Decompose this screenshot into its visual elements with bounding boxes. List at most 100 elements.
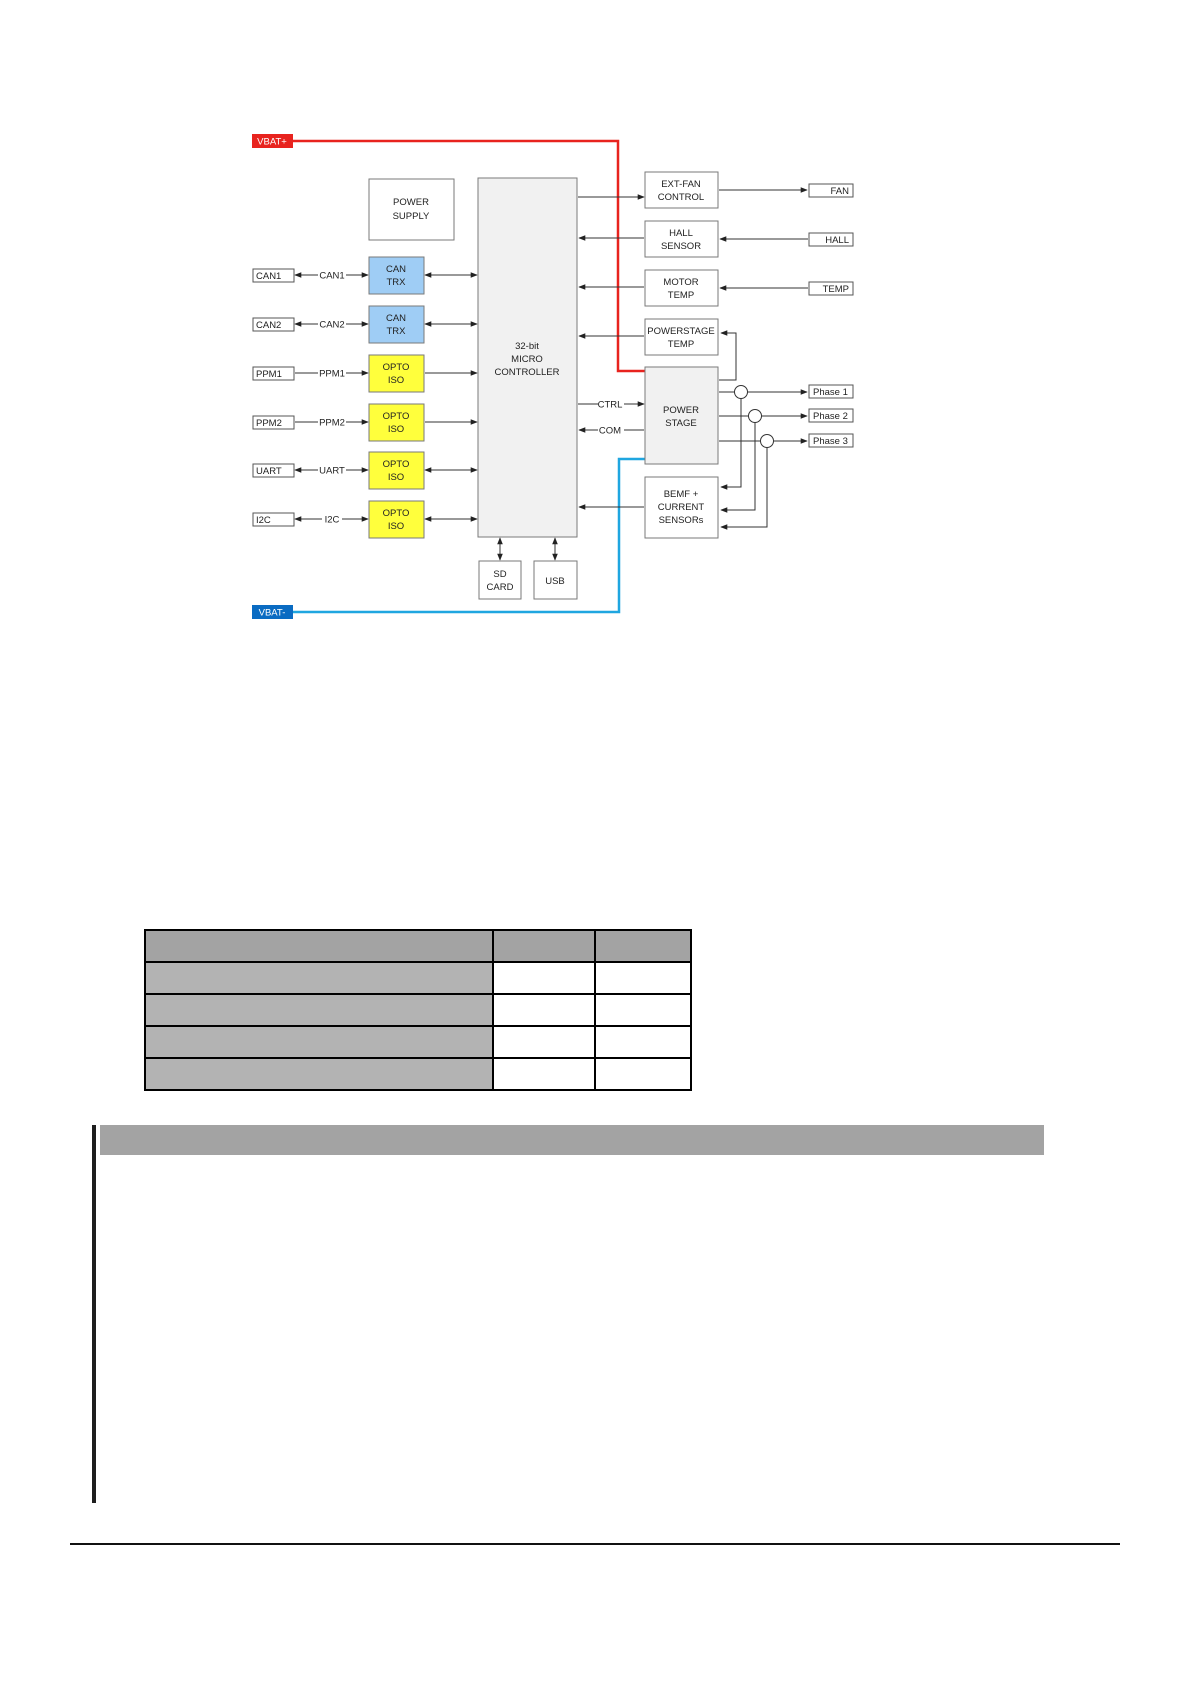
svg-text:TEMP: TEMP bbox=[668, 339, 694, 350]
table-cell bbox=[492, 1025, 596, 1059]
svg-text:CAN2: CAN2 bbox=[256, 320, 281, 331]
table-cell bbox=[144, 1025, 494, 1059]
svg-text:MICRO: MICRO bbox=[511, 354, 543, 365]
svg-text:ISO: ISO bbox=[388, 424, 404, 435]
ppm2-terminal: PPM2 bbox=[252, 415, 295, 430]
can2-link: CAN2 bbox=[294, 320, 369, 331]
table-cell bbox=[144, 961, 494, 995]
svg-text:CURRENT: CURRENT bbox=[658, 502, 705, 513]
table-row bbox=[144, 1057, 692, 1091]
vbat-plus-rail bbox=[292, 139, 645, 373]
svg-text:ISO: ISO bbox=[388, 472, 404, 483]
sd-card-block: SD CARD bbox=[478, 560, 522, 600]
phase2-terminal: Phase 2 bbox=[808, 408, 854, 423]
svg-text:CONTROLLER: CONTROLLER bbox=[495, 367, 560, 378]
svg-text:PPM1: PPM1 bbox=[319, 369, 345, 380]
svg-text:CARD: CARD bbox=[487, 582, 514, 593]
ppm1-terminal: PPM1 bbox=[252, 366, 295, 381]
svg-text:ISO: ISO bbox=[388, 375, 404, 386]
table-cell bbox=[594, 1057, 692, 1091]
svg-text:CAN2: CAN2 bbox=[319, 320, 344, 331]
svg-text:OPTO: OPTO bbox=[383, 362, 410, 373]
phase1-sense-ring bbox=[734, 385, 748, 399]
svg-text:CAN1: CAN1 bbox=[319, 271, 344, 282]
vbat-minus-rail bbox=[292, 457, 645, 614]
svg-text:OPTO: OPTO bbox=[383, 508, 410, 519]
svg-text:TRX: TRX bbox=[387, 326, 407, 337]
svg-text:EXT-FAN: EXT-FAN bbox=[661, 179, 701, 190]
phase3-terminal: Phase 3 bbox=[808, 433, 854, 448]
ext-fan-control-block: EXT-FAN CONTROL bbox=[644, 171, 719, 209]
can1-link: CAN1 bbox=[294, 271, 369, 282]
svg-text:FAN: FAN bbox=[831, 186, 850, 197]
svg-text:PPM2: PPM2 bbox=[256, 418, 282, 429]
svg-text:STAGE: STAGE bbox=[665, 418, 697, 429]
hall-terminal: HALL bbox=[808, 232, 854, 247]
phase1-terminal: Phase 1 bbox=[808, 384, 854, 399]
svg-text:POWER: POWER bbox=[663, 405, 699, 416]
svg-text:USB: USB bbox=[545, 576, 565, 587]
svg-text:COM: COM bbox=[599, 426, 621, 437]
uart-link: UART bbox=[294, 466, 369, 477]
phase3-sense-ring bbox=[760, 434, 774, 448]
note-section-header bbox=[100, 1125, 1044, 1155]
can1-terminal: CAN1 bbox=[252, 268, 295, 283]
opto-iso-block: OPTO ISO bbox=[368, 403, 425, 442]
svg-text:OPTO: OPTO bbox=[383, 459, 410, 470]
table-cell bbox=[492, 1057, 596, 1091]
note-section bbox=[92, 1125, 1044, 1503]
svg-text:OPTO: OPTO bbox=[383, 411, 410, 422]
svg-text:VBAT-: VBAT- bbox=[259, 608, 286, 619]
svg-text:PPM2: PPM2 bbox=[319, 418, 345, 429]
vbat-plus-terminal: VBAT+ bbox=[252, 134, 293, 148]
svg-text:I2C: I2C bbox=[256, 515, 271, 526]
temp-terminal: TEMP bbox=[808, 281, 854, 296]
fan-terminal: FAN bbox=[808, 183, 854, 198]
vbat-minus-terminal: VBAT- bbox=[252, 605, 293, 619]
svg-text:CAN1: CAN1 bbox=[256, 271, 281, 282]
svg-text:CAN: CAN bbox=[386, 264, 406, 275]
power-stage-block: POWER STAGE bbox=[644, 366, 719, 465]
svg-text:TEMP: TEMP bbox=[668, 290, 694, 301]
svg-text:32-bit: 32-bit bbox=[515, 341, 539, 352]
svg-text:TEMP: TEMP bbox=[823, 284, 849, 295]
power-supply-block: POWER SUPPLY bbox=[368, 178, 455, 241]
opto-iso-block: OPTO ISO bbox=[368, 451, 425, 490]
svg-text:I2C: I2C bbox=[325, 515, 340, 526]
svg-text:MOTOR: MOTOR bbox=[663, 277, 698, 288]
can2-terminal: CAN2 bbox=[252, 317, 295, 332]
svg-text:UART: UART bbox=[319, 466, 345, 477]
phase2-sense-ring bbox=[748, 409, 762, 423]
table-cell bbox=[144, 1057, 494, 1091]
svg-text:CTRL: CTRL bbox=[598, 400, 623, 411]
microcontroller-block: 32-bit MICRO CONTROLLER bbox=[477, 177, 578, 538]
table-header-cell bbox=[144, 929, 494, 963]
i2c-terminal: I2C bbox=[252, 512, 295, 527]
block-diagram: VBAT+ VBAT- POWER SUPPLY 32-bit MICRO CO… bbox=[252, 134, 854, 619]
svg-text:CAN: CAN bbox=[386, 313, 406, 324]
ppm1-link: PPM1 bbox=[295, 369, 369, 380]
svg-text:Phase 3: Phase 3 bbox=[813, 436, 848, 447]
table-header-cell bbox=[594, 929, 692, 963]
svg-text:Phase 2: Phase 2 bbox=[813, 411, 848, 422]
table-cell bbox=[594, 1025, 692, 1059]
com-link: COM bbox=[578, 426, 644, 437]
hall-sensor-block: HALL SENSOR bbox=[644, 220, 719, 258]
svg-text:VBAT+: VBAT+ bbox=[257, 137, 287, 148]
svg-text:SENSORs: SENSORs bbox=[659, 515, 704, 526]
table-cell bbox=[594, 961, 692, 995]
i2c-link: I2C bbox=[294, 515, 369, 526]
spec-table bbox=[144, 929, 692, 1091]
svg-text:HALL: HALL bbox=[669, 228, 693, 239]
svg-text:POWER: POWER bbox=[393, 197, 429, 208]
table-cell bbox=[492, 993, 596, 1027]
ctrl-link: CTRL bbox=[578, 400, 645, 411]
opto-iso-block: OPTO ISO bbox=[368, 500, 425, 539]
svg-text:BEMF +: BEMF + bbox=[664, 489, 699, 500]
can-trx-block: CAN TRX bbox=[368, 305, 425, 344]
powerstage-temp-feedback bbox=[719, 330, 737, 381]
svg-text:SENSOR: SENSOR bbox=[661, 241, 701, 252]
current-sense-taps bbox=[720, 385, 774, 530]
svg-text:TRX: TRX bbox=[387, 277, 407, 288]
svg-text:CONTROL: CONTROL bbox=[658, 192, 704, 203]
